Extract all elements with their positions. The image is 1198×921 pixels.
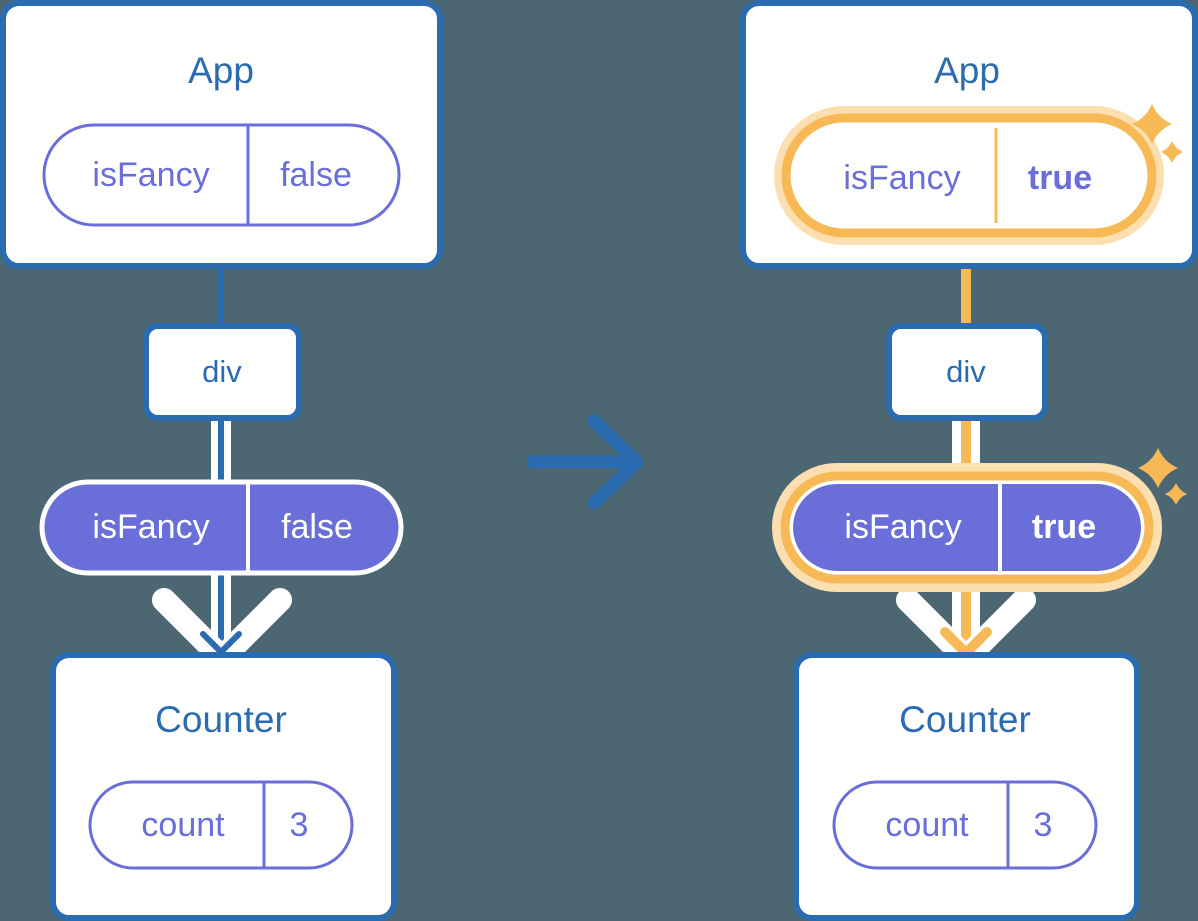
app-title-left: App <box>188 50 254 91</box>
app-state-pill-value-right: true <box>1028 159 1092 197</box>
sparkle-icon-props-large <box>1138 448 1178 488</box>
dom-node-box-right[interactable]: div <box>886 323 1048 421</box>
props-pill-right[interactable]: isFancy true <box>772 463 1162 592</box>
app-state-pill-key-left: isFancy <box>92 156 209 194</box>
connector-app-to-div-left <box>218 266 224 326</box>
panel-before: App isFancy false div isFancy false <box>0 0 443 921</box>
app-state-pill-value-left: false <box>280 156 352 194</box>
props-pill-left[interactable]: isFancy false <box>39 479 404 576</box>
connector-props-to-counter-right <box>961 560 971 650</box>
connector-props-to-counter-left <box>218 560 224 650</box>
counter-state-pill-key-right: count <box>885 806 969 844</box>
transition-arrow <box>526 414 644 510</box>
counter-state-pill-value-right: 3 <box>1034 806 1053 844</box>
sparkle-group <box>1132 104 1187 505</box>
app-title-right: App <box>934 50 1000 91</box>
counter-state-pill-left[interactable]: count 3 <box>88 780 354 870</box>
dom-node-label-right: div <box>946 354 986 389</box>
panel-after: App isFancy true div <box>740 0 1198 921</box>
app-state-pill-right[interactable]: isFancy true <box>774 106 1164 245</box>
highlight-halo-props-right <box>772 463 1162 592</box>
props-pill-value-right: true <box>1032 508 1096 546</box>
connector-div-to-props-right <box>961 419 971 489</box>
sparkle-icon-app-large <box>1132 104 1172 144</box>
sparkle-icon-props-small <box>1165 483 1187 505</box>
counter-title-left: Counter <box>155 699 287 740</box>
connector-app-to-div-right <box>961 220 971 327</box>
dom-node-box-left[interactable]: div <box>143 323 302 421</box>
app-state-pill-left[interactable]: isFancy false <box>42 123 401 227</box>
counter-state-pill-right[interactable]: count 3 <box>832 780 1098 870</box>
connector-div-to-props-left <box>218 418 224 488</box>
sparkle-icon-app-small <box>1161 141 1183 163</box>
props-pill-key-right: isFancy <box>844 508 961 546</box>
props-pill-value-left: false <box>281 508 353 546</box>
props-pill-key-left: isFancy <box>92 508 209 546</box>
arrowhead-white-left <box>152 588 292 670</box>
app-state-pill-key-right: isFancy <box>843 159 960 197</box>
highlight-ring-app-right <box>781 113 1157 238</box>
counter-title-right: Counter <box>899 699 1031 740</box>
counter-state-pill-value-left: 3 <box>290 806 309 844</box>
counter-state-pill-key-left: count <box>141 806 225 844</box>
dom-node-label-left: div <box>202 354 242 389</box>
